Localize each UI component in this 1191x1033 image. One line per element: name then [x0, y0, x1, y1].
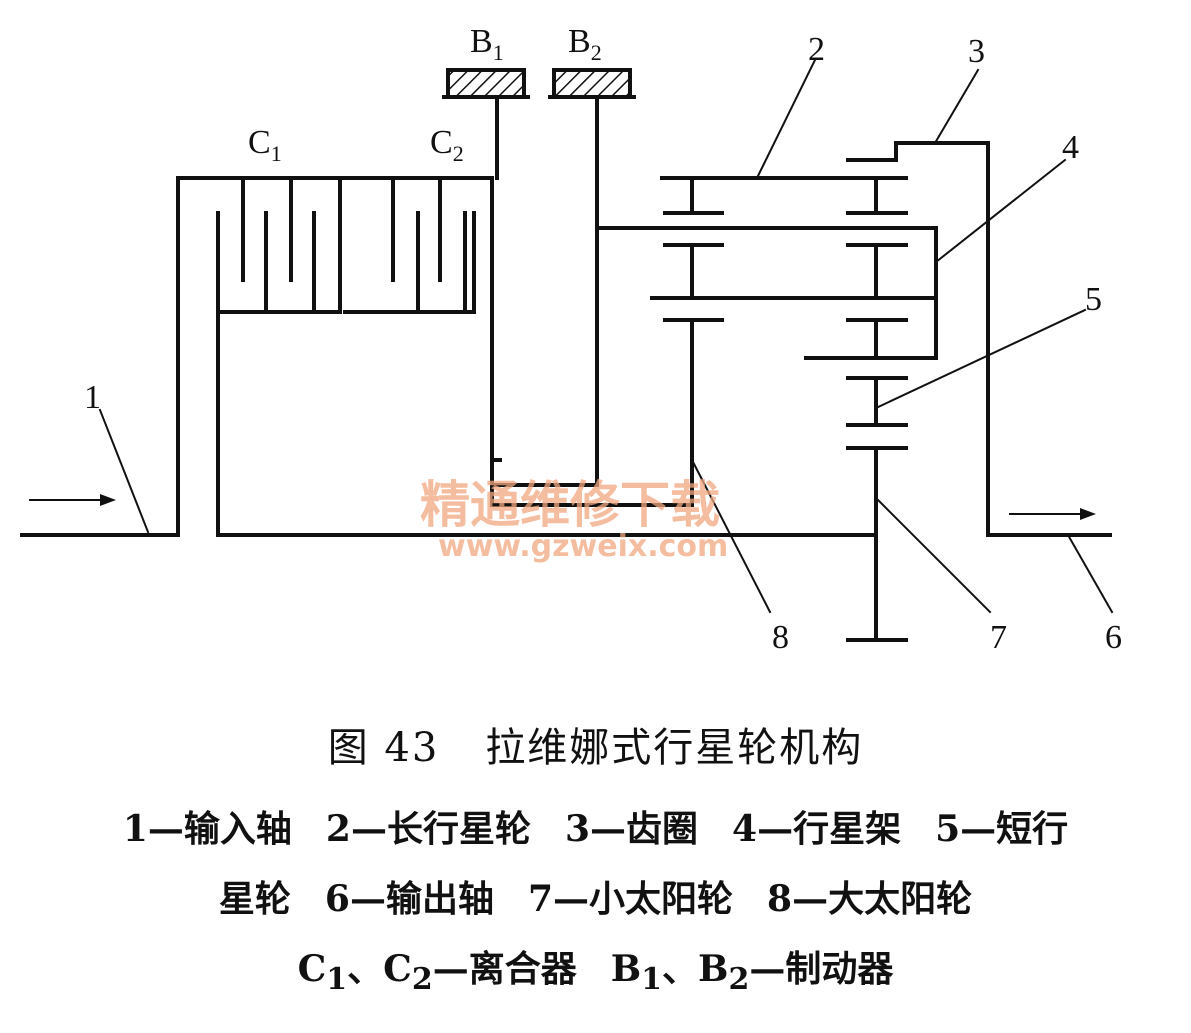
legend-item-5b: 星轮 [218, 878, 291, 920]
short-planet-gear [846, 376, 908, 450]
label-c1: C1 [248, 124, 282, 166]
legend-line-3: C1、C2—离合器 B1、B2—制动器 [0, 940, 1191, 997]
figure-caption: 图 43 拉维娜式行星轮机构 [0, 715, 1191, 773]
c2-drum-to-b1 [490, 176, 502, 462]
figure-title: 拉维娜式行星轮机构 [485, 725, 864, 771]
label-8: 8 [772, 619, 789, 656]
figure-number: 图 43 [327, 725, 440, 771]
legend-item-1: 1—输入轴 [122, 808, 292, 850]
label-2: 2 [808, 31, 825, 68]
brake-b1-block [446, 68, 526, 99]
large-sun-hub [490, 458, 694, 507]
ring-gear [894, 141, 1112, 537]
legend-item-7: 7—小太阳轮 [527, 878, 734, 920]
label-3: 3 [968, 33, 985, 70]
input-arrow-head [100, 494, 116, 506]
legend-clutch: C1、C2—离合器 [297, 948, 577, 998]
legend-brake: B1、B2—制动器 [610, 948, 894, 998]
legend-item-4: 4—行星架 [732, 808, 902, 850]
output-arrow-head [1080, 508, 1096, 520]
label-c2: C2 [430, 124, 464, 166]
watermark-url: www.gzweix.com [438, 529, 728, 564]
leader-lines [98, 58, 1114, 614]
label-1: 1 [84, 379, 101, 416]
label-4: 4 [1062, 129, 1079, 166]
input-shaft [20, 176, 494, 537]
legend-item-5a: 5—短行 [935, 808, 1069, 850]
label-5: 5 [1085, 281, 1102, 318]
legend-line-1: 1—输入轴 2—长行星轮 3—齿圈 4—行星架 5—短行 [0, 800, 1191, 852]
clutch-c1 [216, 176, 342, 537]
clutch-c2 [343, 176, 476, 314]
ravigneaux-planetary-diagram: 1 2 3 4 5 6 7 8 C1 C2 B1 B2 精通维修下载 www.g… [20, 23, 1122, 656]
label-7: 7 [990, 619, 1007, 656]
planet-carrier [595, 226, 938, 360]
label-b2: B2 [568, 23, 602, 65]
long-planet-gear-b [846, 158, 908, 360]
label-b1: B1 [470, 23, 504, 65]
legend-item-6: 6—输出轴 [324, 878, 494, 920]
label-6: 6 [1105, 619, 1122, 656]
legend-item-8: 8—大太阳轮 [767, 878, 973, 920]
long-planet-gear-a [663, 176, 724, 300]
legend-item-3: 3—齿圈 [564, 808, 699, 850]
watermark-text: 精通维修下载 [420, 476, 720, 534]
legend-item-2: 2—长行星轮 [325, 808, 531, 850]
legend-line-2: 星轮 6—输出轴 7—小太阳轮 8—大太阳轮 [0, 870, 1191, 922]
brake-b2-block [552, 68, 632, 99]
